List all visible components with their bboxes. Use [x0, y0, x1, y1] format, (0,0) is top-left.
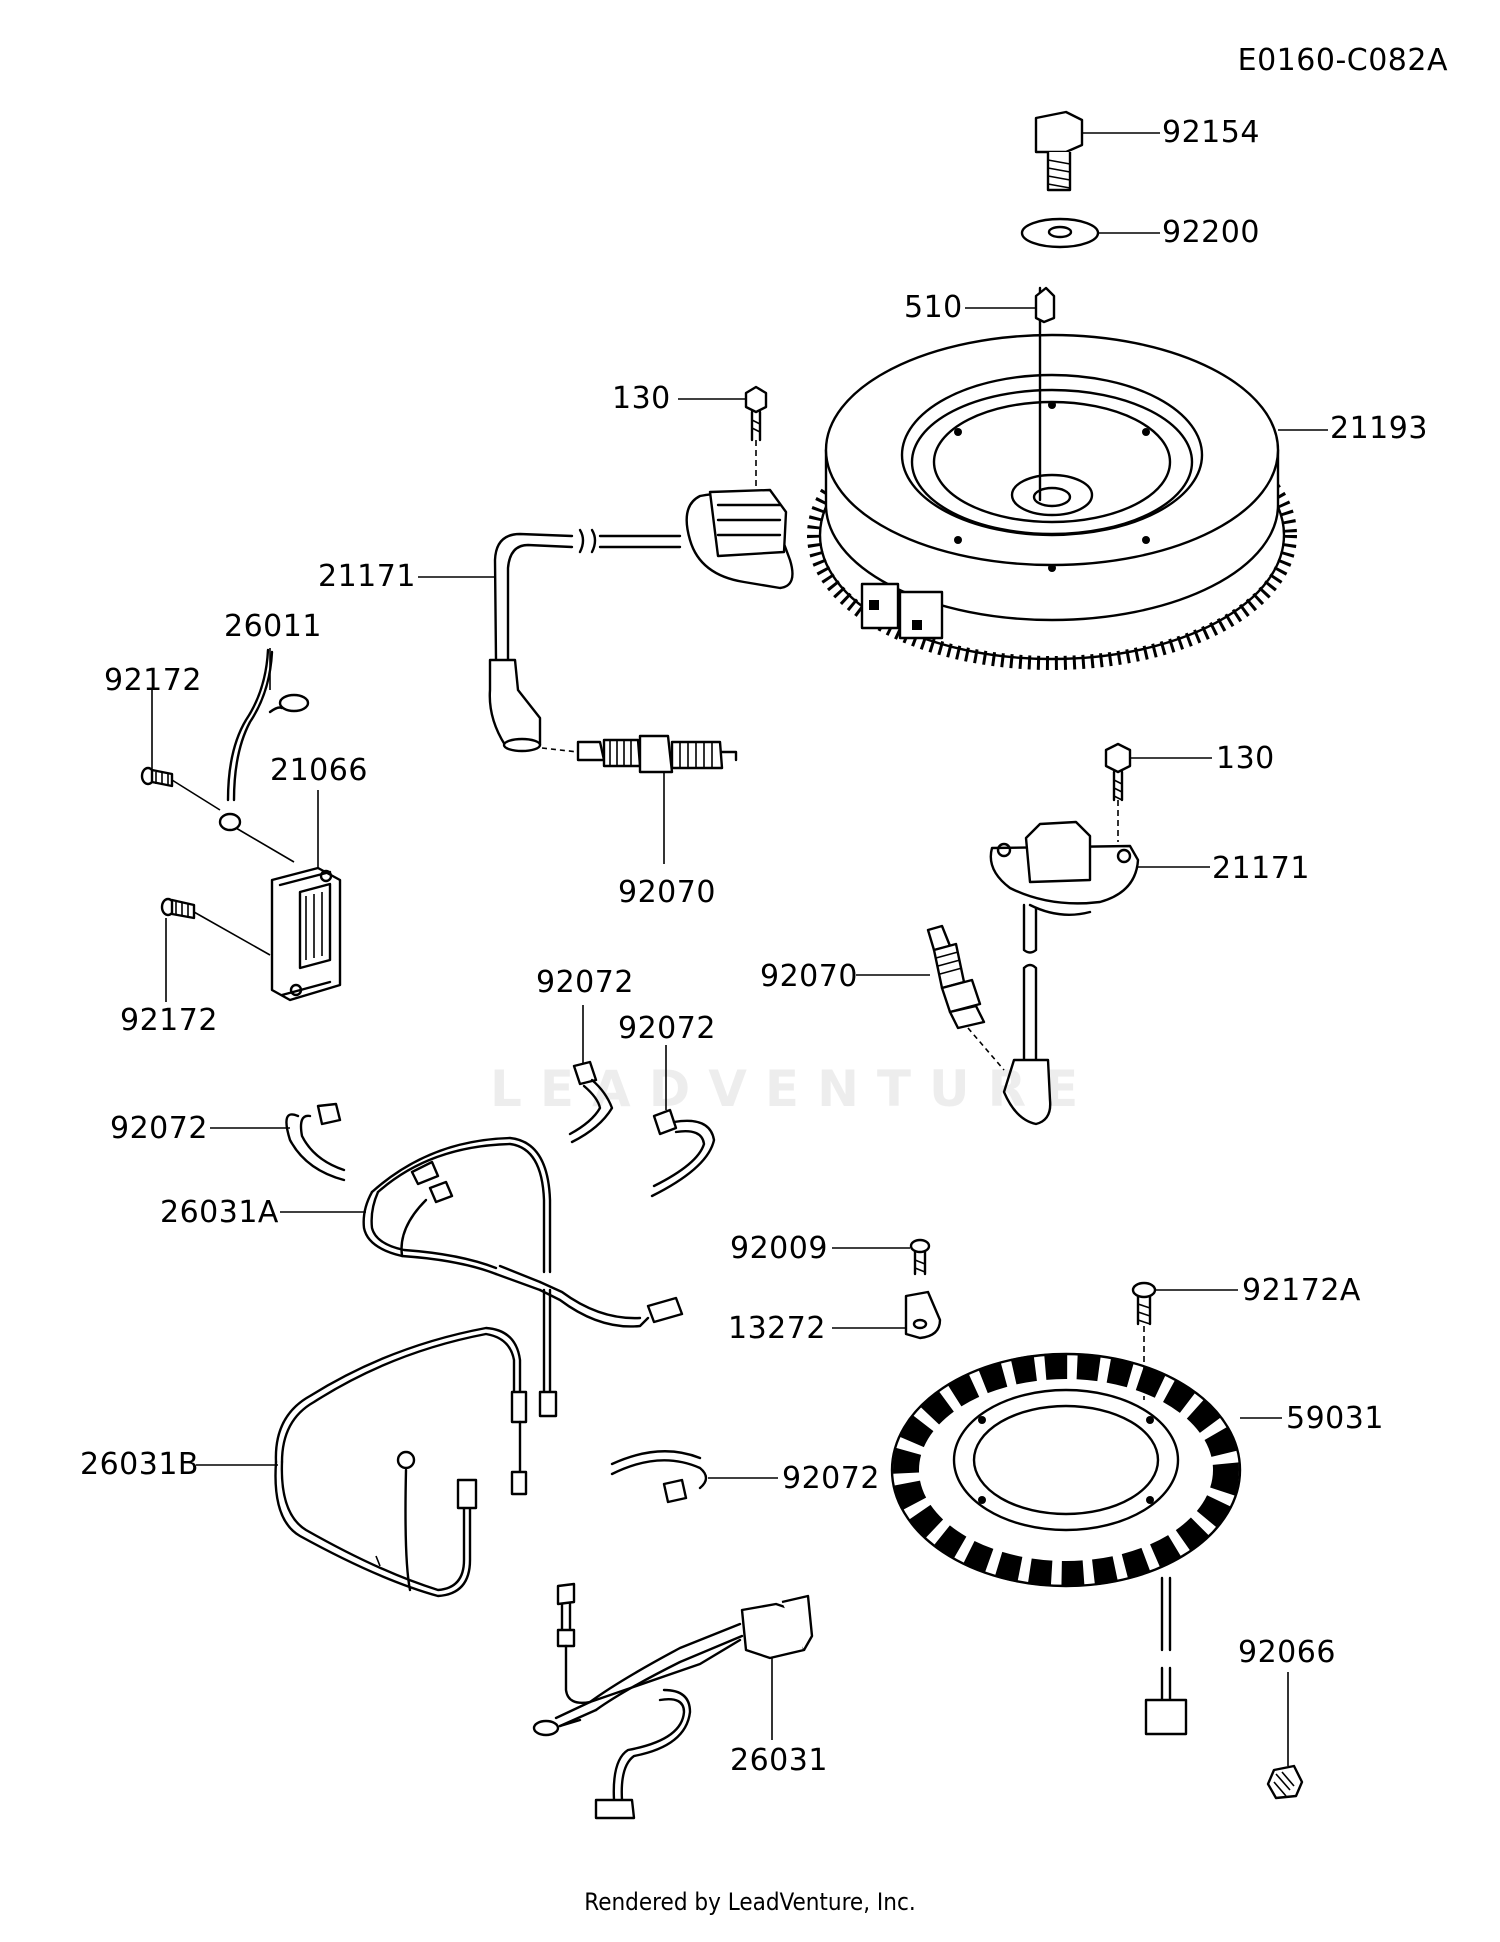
callout-510[interactable]: 510 [904, 290, 963, 325]
callout-92070-upper[interactable]: 92070 [618, 875, 716, 910]
callout-92072-bottom[interactable]: 92072 [782, 1461, 880, 1496]
callout-130-upper[interactable]: 130 [612, 381, 671, 416]
clamp-92072-center[interactable] [568, 1060, 614, 1144]
washer-92200[interactable] [1020, 217, 1100, 249]
callout-26031A[interactable]: 26031A [160, 1195, 279, 1230]
callout-92172A[interactable]: 92172A [1242, 1273, 1361, 1308]
stator-59031[interactable] [890, 1352, 1242, 1736]
callout-92172-lower[interactable]: 92172 [120, 1003, 218, 1038]
callout-21193[interactable]: 21193 [1330, 411, 1428, 446]
callout-92072-right[interactable]: 92072 [618, 1011, 716, 1046]
callout-26011[interactable]: 26011 [224, 609, 322, 644]
callout-92066[interactable]: 92066 [1238, 1635, 1336, 1670]
ignition-coil-upper[interactable] [488, 385, 794, 753]
flywheel[interactable] [807, 286, 1297, 670]
callout-130-lower[interactable]: 130 [1216, 741, 1275, 776]
diagram-code: E0160-C082A [1237, 43, 1448, 78]
bolt-130-lower[interactable] [1104, 742, 1132, 842]
clamp-92072-right[interactable] [650, 1108, 716, 1198]
callout-92154[interactable]: 92154 [1162, 115, 1260, 150]
spark-plug-lower[interactable] [926, 924, 1005, 1071]
callout-92070-lower[interactable]: 92070 [760, 959, 858, 994]
harness-26031A[interactable] [362, 1136, 684, 1418]
clamp-92072-bottom[interactable] [610, 1450, 708, 1504]
screw-92172-lower[interactable] [160, 897, 271, 956]
harness-26031B[interactable] [274, 1326, 528, 1598]
key-510[interactable] [1034, 286, 1056, 324]
harness-26031[interactable] [532, 1582, 814, 1820]
screw-92172-upper[interactable] [140, 766, 221, 811]
callout-21171-lower[interactable]: 21171 [1212, 851, 1310, 886]
spark-plug-upper[interactable] [541, 734, 738, 774]
callout-59031[interactable]: 59031 [1286, 1401, 1384, 1436]
ignition-coil-lower[interactable] [989, 820, 1140, 1126]
watermark: LEADVENTURE [490, 1060, 1097, 1118]
callout-92072-left[interactable]: 92072 [110, 1111, 208, 1146]
callout-26031[interactable]: 26031 [730, 1743, 828, 1778]
callout-92200[interactable]: 92200 [1162, 215, 1260, 250]
screw-92009[interactable] [909, 1238, 931, 1276]
callout-92009[interactable]: 92009 [730, 1231, 828, 1266]
callout-92172-upper[interactable]: 92172 [104, 663, 202, 698]
callout-26031B[interactable]: 26031B [80, 1447, 200, 1482]
plate-13272[interactable] [904, 1290, 942, 1340]
callout-21171-upper[interactable]: 21171 [318, 559, 416, 594]
footer-credit: Rendered by LeadVenture, Inc. [584, 1888, 916, 1916]
nut-92066[interactable] [1266, 1764, 1304, 1800]
callout-92072-center[interactable]: 92072 [536, 965, 634, 1000]
lead-wire-26011[interactable] [218, 648, 310, 832]
regulator-21066[interactable] [235, 827, 342, 1002]
clamp-92072-left[interactable] [285, 1102, 346, 1182]
callout-13272[interactable]: 13272 [728, 1311, 826, 1346]
bolt-92154[interactable] [1034, 110, 1084, 192]
callout-21066[interactable]: 21066 [270, 753, 368, 788]
